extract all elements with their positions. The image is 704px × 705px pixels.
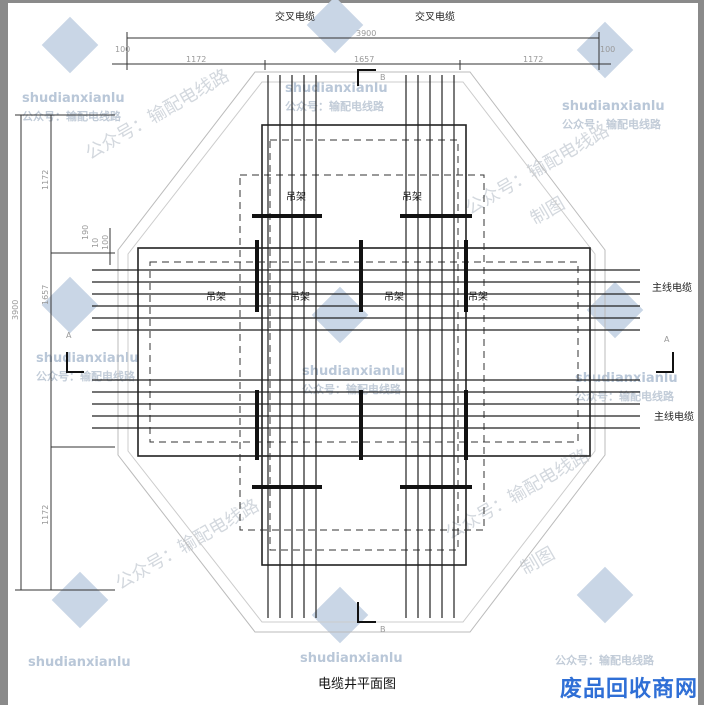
dim-left-bottom: 1172 bbox=[41, 505, 50, 525]
section-mark-b-bottom: B bbox=[380, 625, 386, 634]
watermark-text: shudianxianlu 公众号：输配电线路 shudianxianlu 公众… bbox=[22, 65, 678, 670]
hanger-label: 吊架 bbox=[402, 191, 422, 203]
dim-top-right-edge: 100 bbox=[600, 45, 615, 54]
hanger-label: 吊架 bbox=[290, 291, 310, 303]
dim-left-small-3: 190 bbox=[81, 225, 90, 240]
svg-text:公众号：输配电线路: 公众号：输配电线路 bbox=[442, 445, 593, 544]
hanger-label: 吊架 bbox=[468, 291, 488, 303]
svg-text:公众号：输配电线路: 公众号：输配电线路 bbox=[555, 653, 655, 667]
dim-left-total: 3900 bbox=[11, 300, 20, 320]
hanger-label: 吊架 bbox=[286, 191, 306, 203]
svg-text:shudianxianlu: shudianxianlu bbox=[22, 91, 125, 106]
dim-top-left-edge: 100 bbox=[115, 45, 130, 54]
cross-cable-label-left: 交叉电缆 bbox=[275, 10, 315, 23]
cross-cables bbox=[267, 75, 455, 618]
octagon-outline-inner bbox=[127, 81, 596, 623]
svg-text:公众号：输配电线路: 公众号：输配电线路 bbox=[285, 99, 385, 113]
svg-text:公众号：输配电线路: 公众号：输配电线路 bbox=[562, 117, 662, 131]
svg-text:shudianxianlu: shudianxianlu bbox=[36, 351, 139, 366]
section-mark-symbols bbox=[66, 69, 674, 623]
top-dimensions bbox=[112, 32, 611, 70]
dim-top-right: 1172 bbox=[523, 55, 543, 64]
main-cable-label-bottom: 主线电缆 bbox=[654, 410, 694, 423]
dim-left-small-2: 10 bbox=[91, 238, 100, 248]
main-cable-label-top: 主线电缆 bbox=[652, 281, 692, 294]
dim-top-total: 3900 bbox=[356, 29, 376, 38]
svg-text:公众号：输配电线路: 公众号：输配电线路 bbox=[22, 109, 122, 123]
dim-left-middle: 1657 bbox=[41, 285, 50, 305]
svg-text:shudianxianlu: shudianxianlu bbox=[285, 81, 388, 96]
svg-text:制图: 制图 bbox=[517, 543, 559, 579]
cable-hangers bbox=[252, 214, 472, 489]
drawing-title: 电缆井平面图 bbox=[318, 676, 396, 692]
dim-top-left: 1172 bbox=[186, 55, 206, 64]
cross-cable-label-right: 交叉电缆 bbox=[415, 10, 455, 23]
section-mark-a-right: A bbox=[664, 335, 670, 344]
svg-text:shudianxianlu: shudianxianlu bbox=[302, 364, 405, 379]
svg-text:公众号：输配电线路: 公众号：输配电线路 bbox=[302, 382, 402, 396]
main-cables bbox=[92, 269, 640, 429]
hanger-label: 吊架 bbox=[384, 291, 404, 303]
well-walls bbox=[137, 124, 591, 566]
dim-left-top: 1172 bbox=[41, 170, 50, 190]
section-mark-b-top: B bbox=[380, 73, 386, 82]
section-mark-a-left: A bbox=[66, 331, 72, 340]
svg-text:shudianxianlu: shudianxianlu bbox=[300, 651, 403, 666]
left-dimensions bbox=[15, 114, 115, 591]
watermark-logo-icons bbox=[41, 0, 644, 644]
dim-left-small-1: 100 bbox=[101, 235, 110, 250]
well-dashed-inner bbox=[149, 139, 579, 551]
dim-top-middle: 1657 bbox=[354, 55, 374, 64]
corner-logo: 废品回收商网 bbox=[559, 677, 698, 702]
hanger-label: 吊架 bbox=[206, 291, 226, 303]
svg-text:shudianxianlu: shudianxianlu bbox=[575, 371, 678, 386]
svg-text:shudianxianlu: shudianxianlu bbox=[562, 99, 665, 114]
svg-text:shudianxianlu: shudianxianlu bbox=[28, 655, 131, 670]
